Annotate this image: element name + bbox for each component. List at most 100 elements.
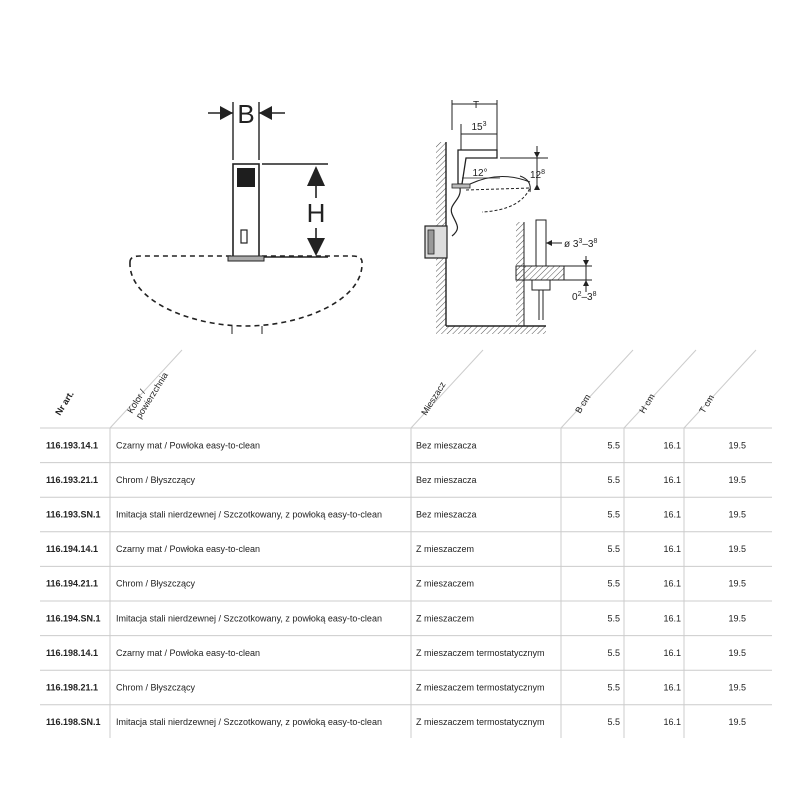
- cell-t: 19.5: [728, 475, 746, 485]
- dim-spout-height-arrow-top: [534, 152, 540, 158]
- dim-spout-height-arrow-bottom: [534, 184, 540, 190]
- cell-h: 16.1: [663, 579, 681, 589]
- header-diag-color: [109, 349, 183, 429]
- cell-mixer: Z mieszaczem: [416, 613, 474, 623]
- mount-hose-lower: [538, 290, 544, 320]
- cell-mixer: Z mieszaczem: [416, 544, 474, 554]
- dim-hole-arrow: [546, 240, 552, 246]
- table-header: Nr art. Kolor /powierzchnia Mieszacz B c…: [53, 349, 757, 429]
- header-diag-mixer: [410, 349, 484, 429]
- cell-mixer: Z mieszaczem termostatycznym: [416, 717, 545, 727]
- cell-art-no: 116.193.14.1: [46, 440, 98, 450]
- cell-h: 16.1: [663, 717, 681, 727]
- sink-basin-line: [465, 187, 531, 213]
- cell-t: 19.5: [728, 683, 746, 693]
- floor-hatch: [436, 326, 546, 334]
- dim-b-arrow-left: [220, 106, 233, 120]
- faucet-base-plate: [227, 255, 265, 262]
- cell-art-no: 116.193.SN.1: [46, 510, 101, 520]
- side-view: T 153 12° 128 ø 33–38: [424, 100, 597, 334]
- cell-t: 19.5: [728, 579, 746, 589]
- cell-h: 16.1: [663, 613, 681, 623]
- dim-h-arrow-top: [307, 166, 325, 186]
- cell-art-no: 116.194.14.1: [46, 544, 98, 554]
- cell-color: Imitacja stali nierdzewnej / Szczotkowan…: [116, 717, 382, 727]
- cell-color: Chrom / Błyszczący: [116, 475, 196, 485]
- dim-h-arrow-bottom: [307, 238, 325, 256]
- cell-mixer: Z mieszaczem termostatycznym: [416, 683, 545, 693]
- cell-mixer: Bez mieszacza: [416, 475, 477, 485]
- cell-mixer: Z mieszaczem: [416, 579, 474, 589]
- table-row: 116.198.21.1 Chrom / Błyszczący Z mieszacz…: [40, 683, 772, 706]
- table-row: 116.194.21.1 Chrom / Błyszczący Z mieszacz…: [40, 579, 772, 602]
- cell-h: 16.1: [663, 544, 681, 554]
- cell-color: Imitacja stali nierdzewnej / Szczotkowan…: [116, 613, 382, 623]
- cell-b: 5.5: [607, 613, 620, 623]
- header-b: B cm: [573, 392, 592, 415]
- cell-b: 5.5: [607, 683, 620, 693]
- cell-h: 16.1: [663, 648, 681, 658]
- front-view: B H: [129, 99, 363, 334]
- cell-t: 19.5: [728, 613, 746, 623]
- cell-mixer: Bez mieszacza: [416, 440, 477, 450]
- dim-t-label: T: [473, 100, 479, 111]
- cell-b: 5.5: [607, 440, 620, 450]
- cell-b: 5.5: [607, 648, 620, 658]
- table-row: 116.198.SN.1 Imitacja stali nierdzewnej /…: [46, 717, 746, 727]
- cell-t: 19.5: [728, 544, 746, 554]
- washbasin-bowl-outline: [129, 261, 363, 327]
- cell-art-no: 116.194.SN.1: [46, 613, 101, 623]
- cell-h: 16.1: [663, 475, 681, 485]
- faucet-side-base: [451, 183, 471, 189]
- cell-t: 19.5: [728, 717, 746, 727]
- cell-art-no: 116.198.14.1: [46, 648, 98, 658]
- cell-color: Chrom / Błyszczący: [116, 683, 196, 693]
- cell-art-no: 116.193.21.1: [46, 475, 98, 485]
- header-mixer: Mieszacz: [419, 380, 448, 418]
- cell-color: Chrom / Błyszczący: [116, 579, 196, 589]
- dim-reach-label: 153: [471, 121, 486, 133]
- cell-art-no: 116.198.21.1: [46, 683, 98, 693]
- table-row: 116.198.14.1 Czarny mat / Powłoka easy-to…: [40, 648, 772, 671]
- cell-b: 5.5: [607, 717, 620, 727]
- header-h: H cm: [637, 392, 657, 415]
- dim-hole-label: ø 33–38: [564, 238, 597, 250]
- mount-pipe-upper: [535, 219, 547, 267]
- spec-table: Nr art. Kolor /powierzchnia Mieszacz B c…: [40, 349, 772, 738]
- dim-b-label: B: [237, 99, 254, 129]
- table-row: 116.193.21.1 Chrom / Błyszczący Bez miesza…: [40, 475, 772, 498]
- cell-t: 19.5: [728, 648, 746, 658]
- technical-drawings: B H T 153 12°: [129, 99, 597, 334]
- cell-color: Czarny mat / Powłoka easy-to-clean: [116, 544, 260, 554]
- sink-rim-curve: [519, 175, 531, 193]
- table-row: 116.193.14.1 Czarny mat / Powłoka easy-to…: [40, 440, 772, 464]
- sink-rim-line: [469, 176, 531, 185]
- dim-thickness-arrow-bottom: [583, 280, 589, 286]
- cell-color: Czarny mat / Powłoka easy-to-clean: [116, 648, 260, 658]
- cell-art-no: 116.194.21.1: [46, 579, 98, 589]
- cell-art-no: 116.198.SN.1: [46, 717, 101, 727]
- cell-mixer: Z mieszaczem termostatycznym: [416, 648, 545, 658]
- header-diag-h: [623, 349, 697, 429]
- supply-hose: [450, 187, 461, 237]
- cell-color: Czarny mat / Powłoka easy-to-clean: [116, 440, 260, 450]
- cell-b: 5.5: [607, 579, 620, 589]
- header-color: Kolor /powierzchnia: [125, 365, 170, 420]
- cell-t: 19.5: [728, 440, 746, 450]
- mount-nut: [531, 279, 551, 291]
- cell-b: 5.5: [607, 475, 620, 485]
- header-diag-b: [560, 349, 634, 429]
- dim-tilt-label: 12°: [472, 168, 487, 179]
- dim-thickness-arrow-top: [583, 260, 589, 266]
- cell-h: 16.1: [663, 683, 681, 693]
- faucet-sensor-window: [237, 168, 255, 187]
- header-diag-t: [683, 349, 757, 429]
- cell-h: 16.1: [663, 440, 681, 450]
- dim-spout-height-label: 128: [530, 169, 545, 181]
- dim-b-arrow-right: [259, 106, 272, 120]
- cell-mixer: Bez mieszacza: [416, 510, 477, 520]
- faucet-button: [240, 229, 248, 244]
- control-box-front: [427, 229, 435, 255]
